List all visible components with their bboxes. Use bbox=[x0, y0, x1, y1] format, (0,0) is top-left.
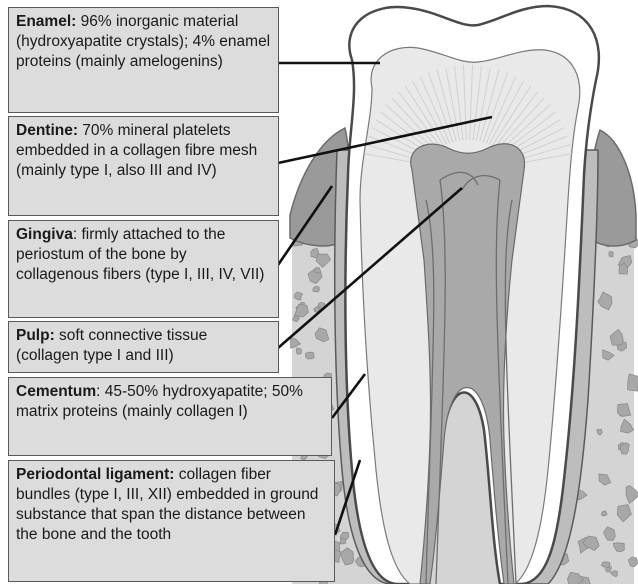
label-periodontal-ligament: Periodontal ligament: collagen fiber bun… bbox=[8, 460, 335, 582]
bone-pebble bbox=[626, 486, 638, 504]
bone-pebble bbox=[296, 348, 301, 354]
label-ligament-term: Periodontal ligament: bbox=[16, 466, 174, 483]
label-cementum-term: Cementum bbox=[16, 383, 96, 400]
bone-pebble bbox=[306, 352, 315, 359]
label-dentine: Dentine: 70% mineral platelets embedded … bbox=[8, 116, 279, 216]
bone-pebble bbox=[313, 286, 320, 292]
bone-pebble bbox=[609, 252, 613, 257]
label-gingiva-term: Gingiva bbox=[16, 226, 73, 243]
label-dentine-term: Dentine: bbox=[16, 122, 78, 139]
label-cementum: Cementum: 45-50% hydroxyapatite; 50% mat… bbox=[8, 377, 332, 456]
label-gingiva: Gingiva: firmly attached to the periostu… bbox=[8, 220, 279, 318]
bone-pebble bbox=[628, 374, 638, 391]
bone-pebble bbox=[628, 557, 637, 567]
label-pulp-term: Pulp: bbox=[16, 327, 55, 344]
bone-pebble bbox=[602, 511, 607, 516]
label-enamel-term: Enamel: bbox=[16, 13, 76, 30]
label-enamel: Enamel: 96% inorganic material (hydroxya… bbox=[8, 7, 279, 113]
label-pulp: Pulp: soft connective tissue (collagen t… bbox=[8, 321, 279, 373]
